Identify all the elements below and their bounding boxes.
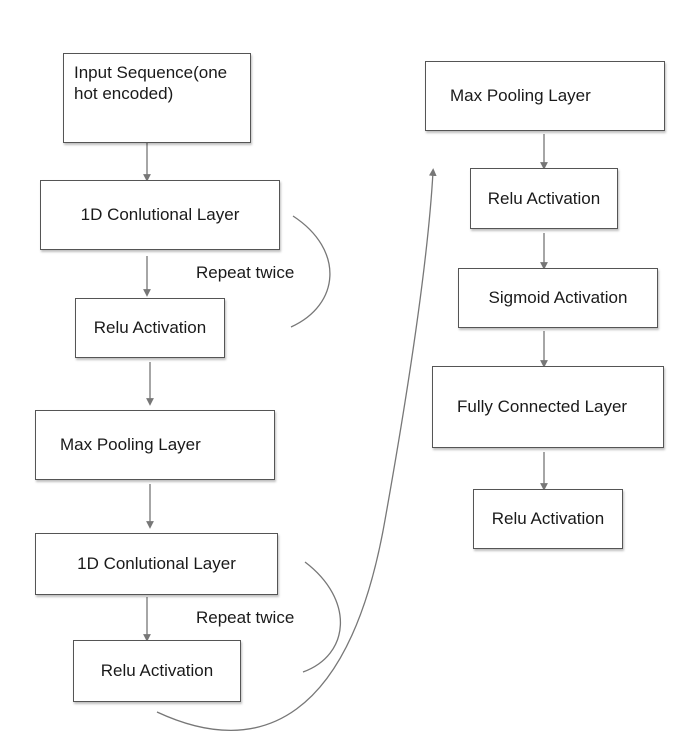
repeat-twice-label-1: Repeat twice — [196, 263, 295, 282]
fc-label: Fully Connected Layer — [457, 397, 628, 417]
maxpool1-box: Max Pooling Layer — [35, 410, 275, 480]
relu4-label: Relu Activation — [491, 509, 605, 529]
repeat-twice-label-2: Repeat twice — [196, 608, 295, 627]
conv2-label: 1D Conlutional Layer — [77, 554, 236, 574]
relu2-label: Relu Activation — [100, 661, 214, 681]
repeat-loop-curve-2 — [302, 561, 342, 673]
relu3-label: Relu Activation — [487, 188, 601, 208]
input-sequence-label: Input Sequence(one hot encoded) — [74, 63, 228, 104]
input-sequence-box: Input Sequence(one hot encoded) — [63, 53, 251, 143]
relu2-box: Relu Activation — [73, 640, 241, 702]
sigmoid-box: Sigmoid Activation — [458, 268, 658, 328]
sigmoid-label: Sigmoid Activation — [488, 288, 628, 308]
fc-box: Fully Connected Layer — [432, 366, 664, 448]
maxpool2-box: Max Pooling Layer — [425, 61, 665, 131]
relu3-box: Relu Activation — [470, 168, 618, 229]
relu1-box: Relu Activation — [75, 298, 225, 358]
maxpool2-label: Max Pooling Layer — [450, 86, 591, 106]
relu4-box: Relu Activation — [473, 489, 623, 549]
conv2-box: 1D Conlutional Layer — [35, 533, 278, 595]
conv1-label: 1D Conlutional Layer — [80, 205, 240, 225]
conv1-box: 1D Conlutional Layer — [40, 180, 280, 250]
maxpool1-label: Max Pooling Layer — [60, 435, 201, 455]
relu1-label: Relu Activation — [93, 318, 207, 338]
repeat-loop-curve-1 — [290, 215, 331, 328]
